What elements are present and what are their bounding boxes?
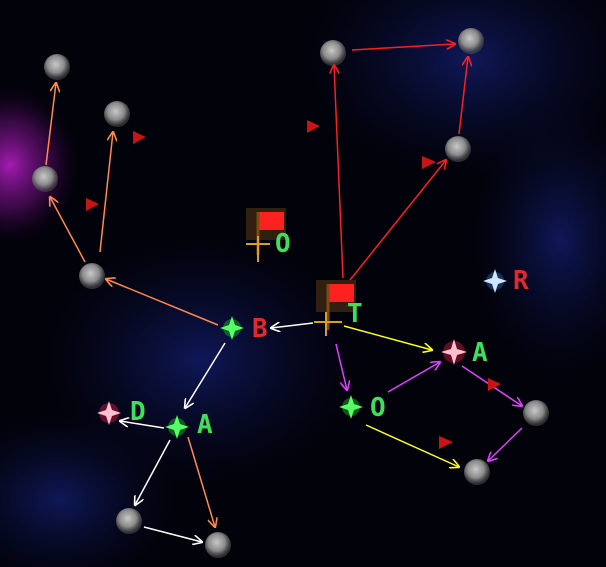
route-arrow	[187, 436, 215, 527]
route-arrow	[106, 279, 219, 326]
red-markers	[86, 120, 501, 449]
green-star-a-left[interactable]	[165, 415, 189, 439]
star-label-a-left: A	[197, 410, 213, 440]
fleet-o-top[interactable]	[246, 208, 286, 262]
gray-star-node-icon[interactable]	[104, 101, 130, 127]
gray-star-node-icon[interactable]	[445, 136, 471, 162]
star-label-o-top: O	[275, 229, 291, 259]
gray-star-node-icon[interactable]	[79, 263, 105, 289]
star-label-d-left: D	[130, 397, 146, 427]
star-label-r: R	[513, 266, 529, 296]
fleet-flag-icon	[258, 212, 284, 230]
fleet-t[interactable]	[314, 280, 356, 336]
route-arrows	[45, 44, 523, 542]
green-star-icon	[220, 316, 244, 340]
route-arrow	[488, 427, 523, 461]
gray-star-node-icon[interactable]	[458, 28, 484, 54]
route-arrow	[45, 83, 56, 166]
fleet-flag-icon	[328, 284, 354, 302]
red-star-icon	[441, 339, 467, 365]
route-arrow	[143, 526, 202, 542]
route-arrow	[334, 65, 344, 279]
red-star-a-right[interactable]	[441, 339, 467, 365]
route-arrow	[271, 323, 314, 328]
red-triangle-marker-icon	[86, 198, 99, 211]
red-star-d-left[interactable]	[97, 401, 121, 425]
gray-star-node-icon[interactable]	[44, 54, 70, 80]
route-arrow	[99, 132, 113, 253]
red-triangle-marker-icon	[488, 378, 501, 391]
red-star-icon	[97, 401, 121, 425]
route-arrow	[335, 343, 347, 390]
star-label-a-right: A	[472, 338, 488, 368]
blue-star-icon	[483, 269, 507, 293]
route-arrow	[349, 160, 446, 281]
star-label-t: T	[347, 299, 363, 329]
gray-star-node-icon[interactable]	[523, 400, 549, 426]
gray-star-node-icon[interactable]	[205, 532, 231, 558]
route-arrow	[365, 424, 459, 467]
blue-haze	[470, 100, 606, 380]
star-label-o-mid: O	[370, 393, 386, 423]
green-star-icon	[165, 415, 189, 439]
gray-nodes	[32, 28, 549, 558]
route-arrow	[185, 342, 226, 408]
red-triangle-marker-icon	[307, 120, 320, 133]
route-arrow	[50, 197, 86, 263]
blue-star-r[interactable]	[483, 269, 507, 293]
green-star-icon	[339, 395, 363, 419]
red-triangle-marker-icon	[133, 131, 146, 144]
gray-star-node-icon[interactable]	[32, 166, 58, 192]
gray-star-node-icon[interactable]	[320, 40, 346, 66]
green-star-o-mid[interactable]	[339, 395, 363, 419]
route-arrow	[387, 362, 440, 393]
route-arrow	[120, 421, 165, 429]
gray-star-node-icon[interactable]	[464, 459, 490, 485]
nebula-cloud	[0, 85, 80, 245]
route-arrow	[351, 44, 455, 51]
red-triangle-marker-icon	[422, 156, 436, 169]
route-arrow	[135, 439, 171, 505]
star-label-b: B	[252, 314, 268, 344]
red-triangle-marker-icon	[439, 436, 453, 449]
route-arrow	[458, 57, 468, 135]
route-arrow	[343, 325, 432, 350]
gray-star-node-icon[interactable]	[116, 508, 142, 534]
green-star-b[interactable]	[220, 316, 244, 340]
